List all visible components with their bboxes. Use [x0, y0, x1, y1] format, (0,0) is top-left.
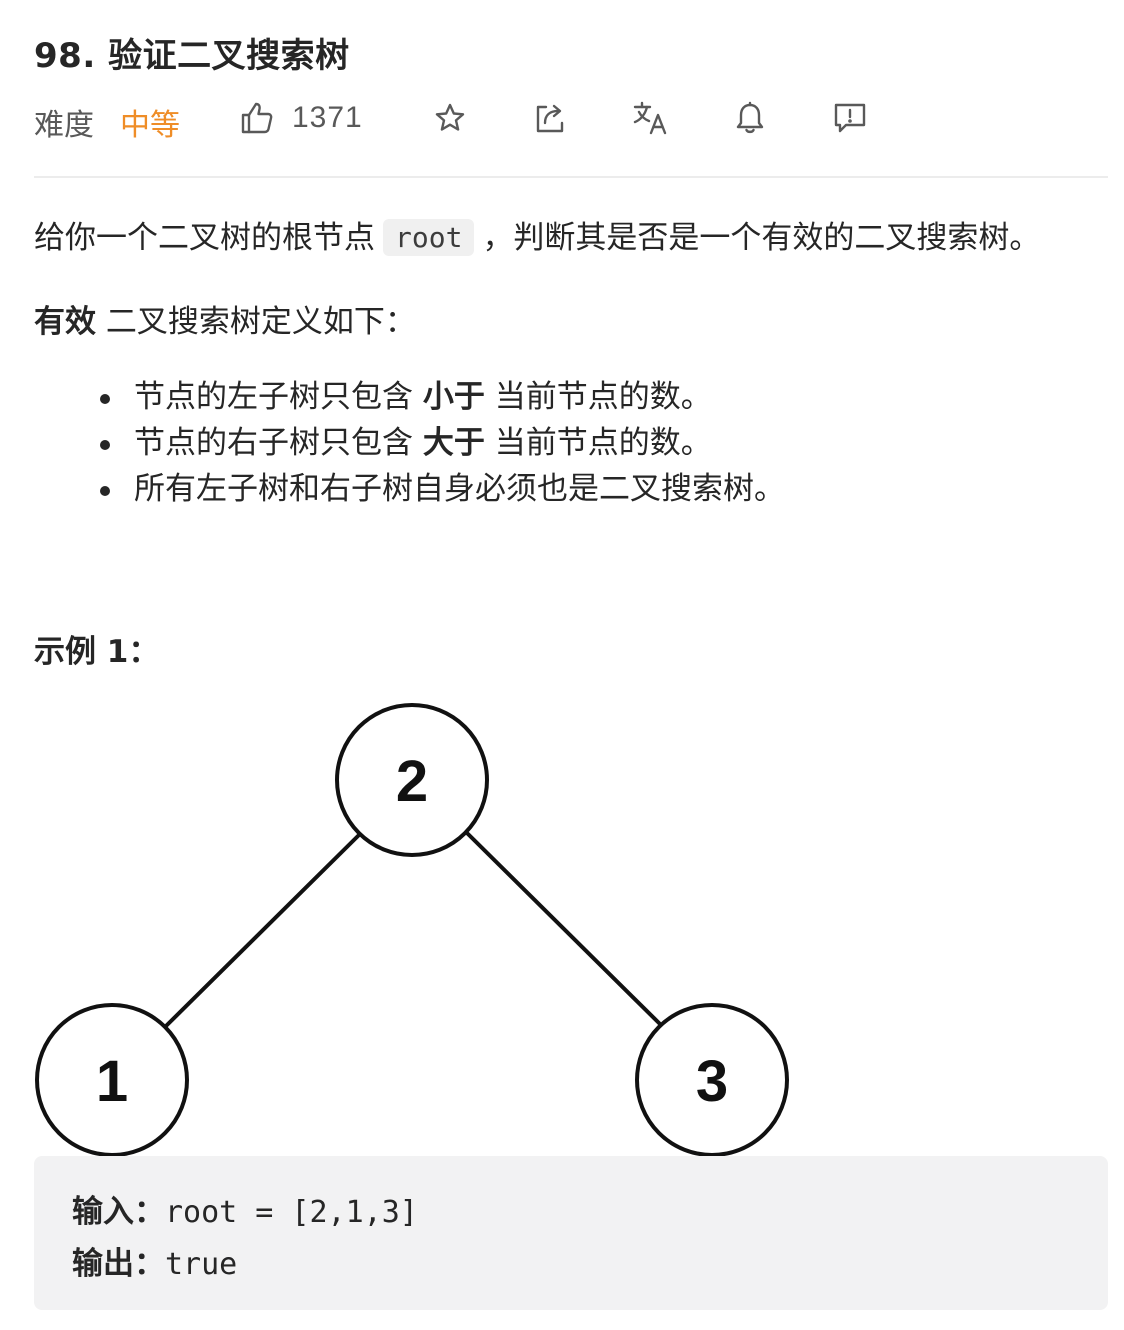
favorite-button[interactable]: [430, 98, 470, 138]
tree-node-left-label: 1: [96, 1049, 128, 1114]
definition-bold: 有效: [34, 304, 96, 340]
like-button[interactable]: 1371: [240, 96, 363, 140]
output-value: true: [165, 1247, 238, 1282]
list-item: 所有左子树和右子树自身必须也是二叉搜索树。: [100, 466, 785, 512]
feedback-icon: [833, 101, 867, 135]
header-divider: [34, 176, 1108, 178]
inline-code-root: root: [383, 219, 475, 256]
feedback-button[interactable]: [830, 98, 870, 138]
list-item: 节点的左子树只包含 小于 当前节点的数。: [100, 374, 785, 420]
definition-heading: 有效 二叉搜索树定义如下：: [34, 296, 416, 341]
like-count: 1371: [292, 101, 363, 134]
intro-text-after: ，判断其是否是一个有效的二叉搜索树。: [482, 220, 1041, 256]
example-tree-image: 2 1 3: [35, 703, 789, 1156]
intro-text-before: 给你一个二叉树的根节点: [34, 220, 375, 256]
problem-title: 98. 验证二叉搜索树: [34, 36, 350, 76]
example-code-block: 输入：root = [2,1,3] 输出：true: [34, 1156, 1108, 1310]
tree-node-right: [635, 1003, 789, 1156]
rules-list: 节点的左子树只包含 小于 当前节点的数。 节点的右子树只包含 大于 当前节点的数…: [100, 374, 785, 512]
output-label: 输出：: [72, 1246, 165, 1282]
problem-meta-row: 难度 中等 1371: [34, 96, 1108, 143]
translate-button[interactable]: [630, 98, 670, 138]
list-item: 节点的右子树只包含 大于 当前节点的数。: [100, 420, 785, 466]
input-value: root = [2,1,3]: [165, 1195, 418, 1230]
thumb-up-icon: [240, 101, 274, 135]
difficulty-badge: 中等: [120, 108, 180, 143]
star-icon: [434, 102, 466, 134]
example-title: 示例 1：: [34, 634, 160, 670]
share-button[interactable]: [530, 98, 570, 138]
tree-node-root-label: 2: [396, 749, 428, 814]
translate-icon: [632, 100, 668, 136]
tree-node-left: [35, 1003, 189, 1156]
bell-icon: [734, 101, 766, 135]
tree-edge-left: [164, 831, 363, 1028]
difficulty-label: 难度: [34, 108, 94, 143]
share-icon: [533, 101, 567, 135]
example-output-line: 输出：true: [72, 1238, 237, 1283]
input-label: 输入：: [72, 1194, 165, 1230]
notify-button[interactable]: [730, 98, 770, 138]
tree-edge-right: [465, 831, 664, 1028]
example-input-line: 输入：root = [2,1,3]: [72, 1186, 418, 1231]
definition-rest: 二叉搜索树定义如下：: [96, 304, 416, 340]
tree-node-right-label: 3: [696, 1049, 728, 1114]
tree-node-root: [335, 703, 489, 857]
